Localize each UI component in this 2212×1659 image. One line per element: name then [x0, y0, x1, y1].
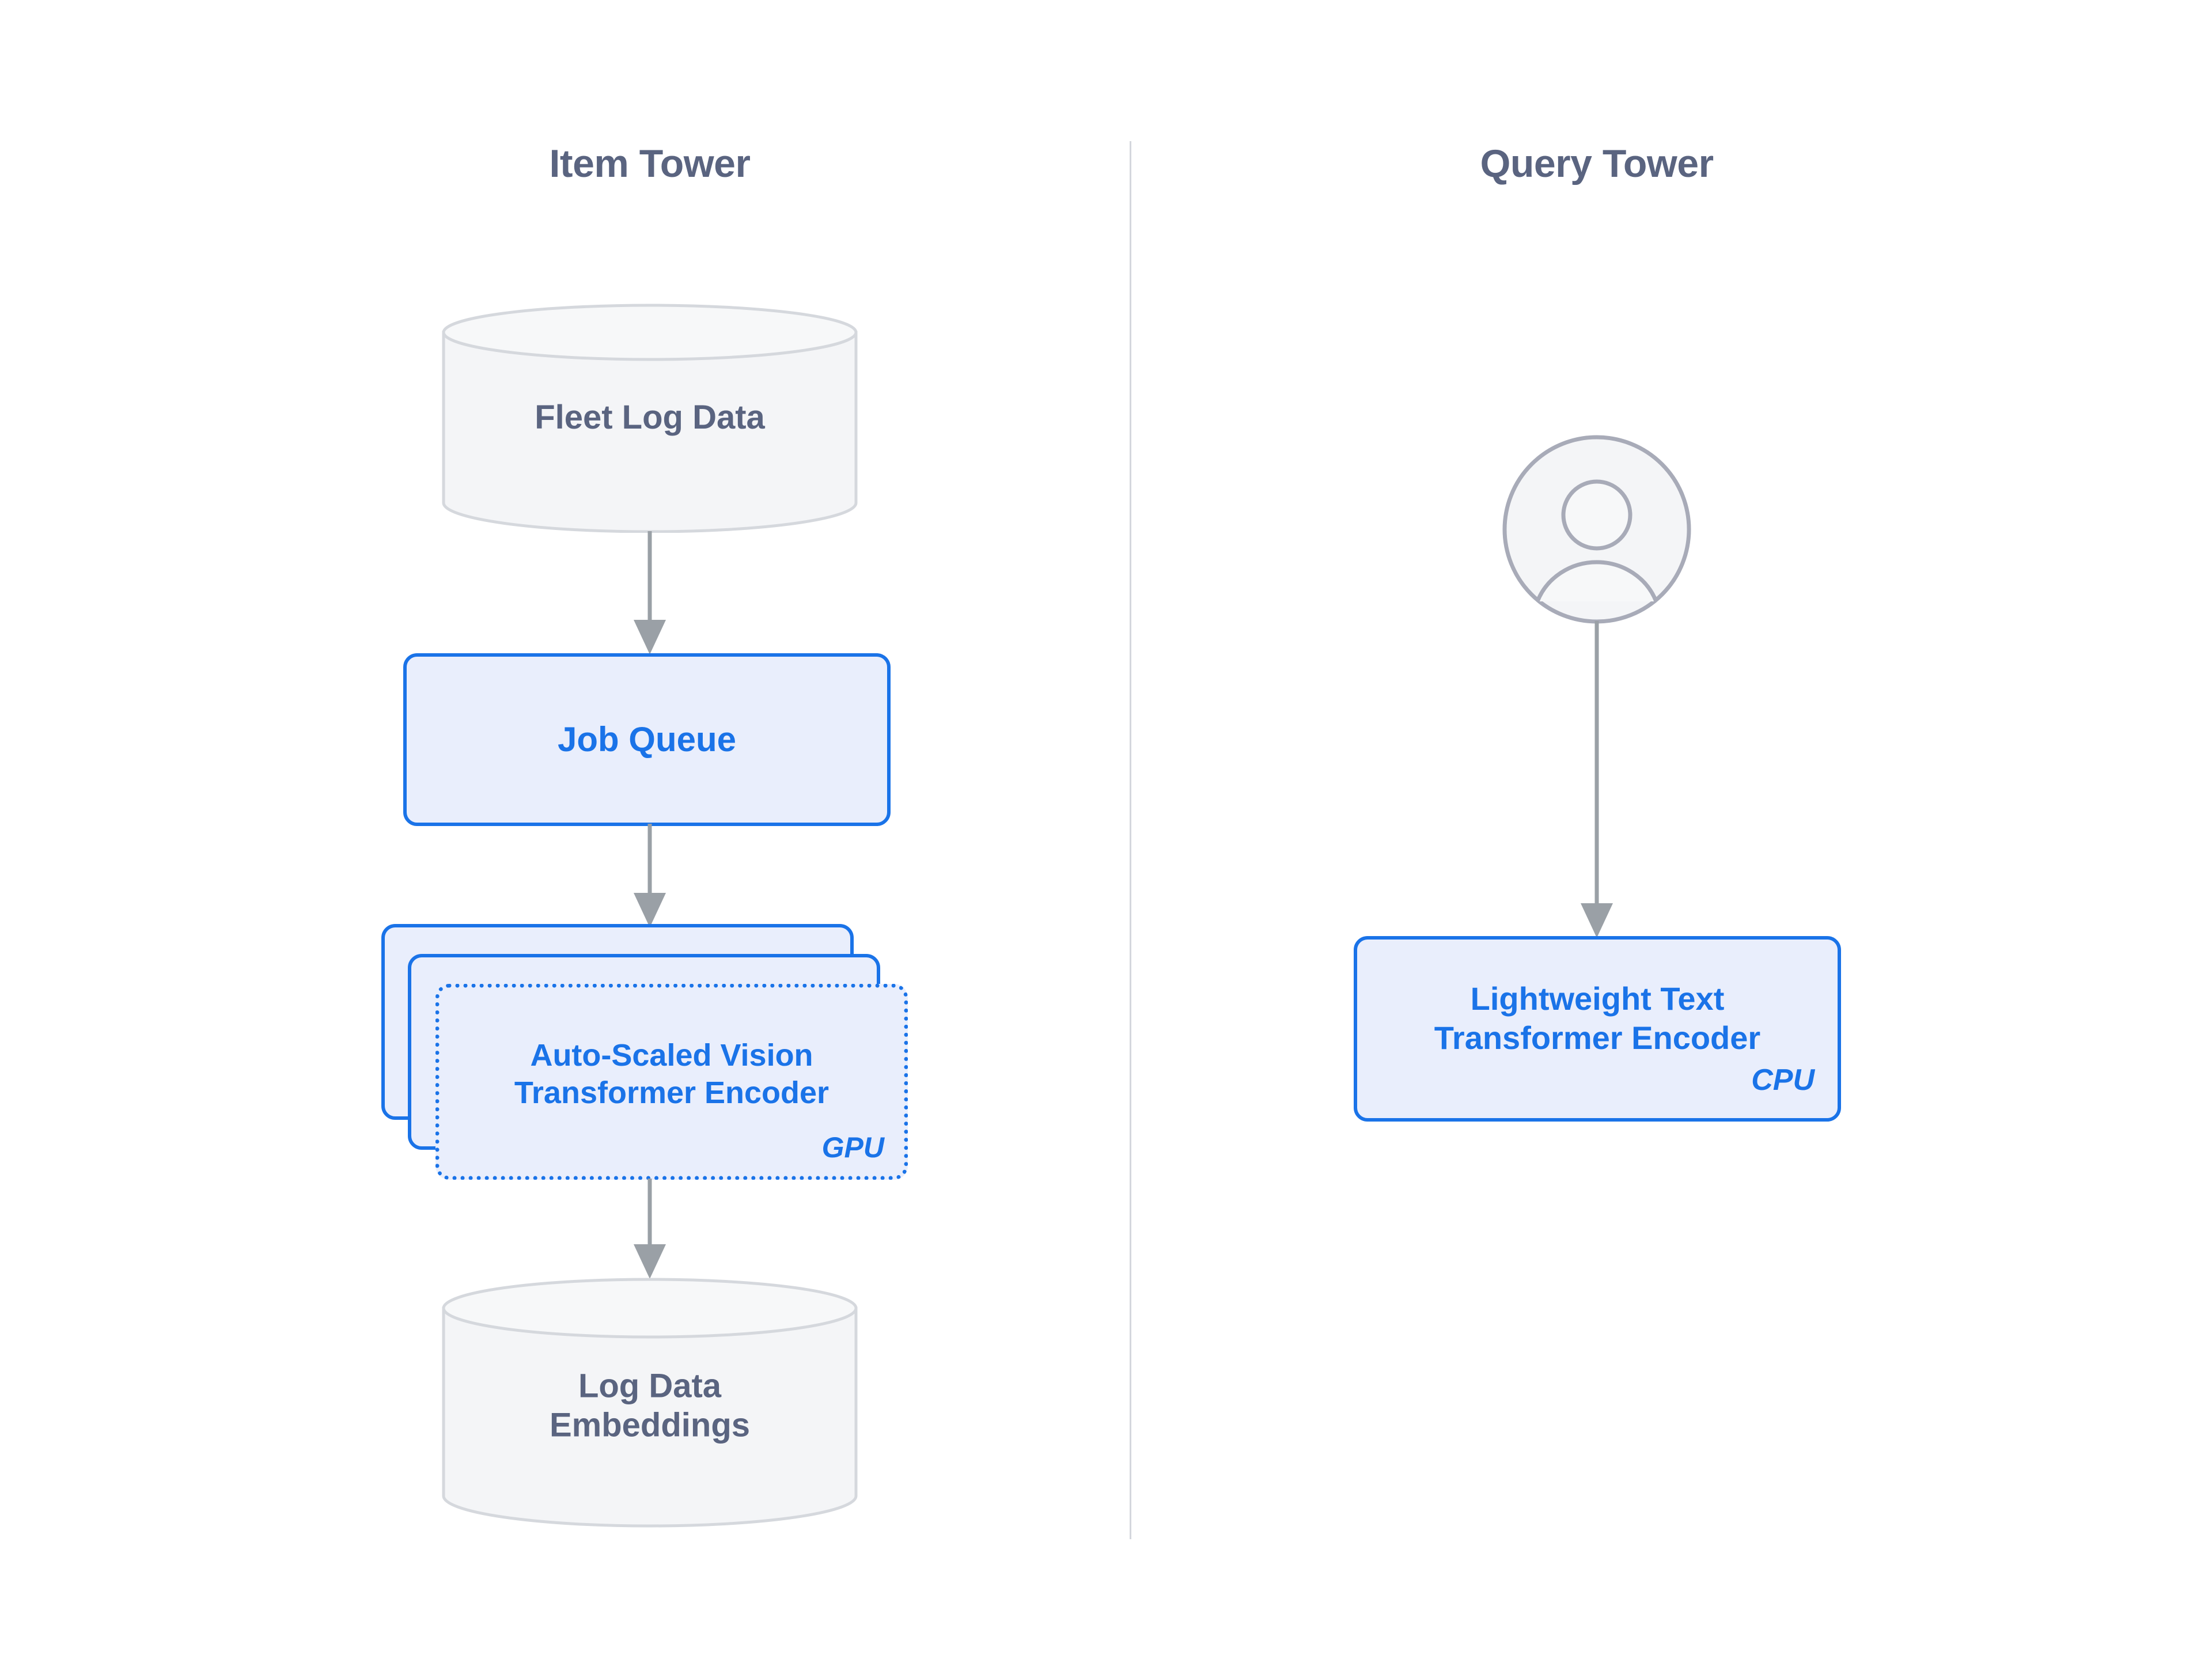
node-label: Log Data Embeddings: [549, 1367, 751, 1444]
node-label: Job Queue: [557, 720, 737, 759]
node-fleet-log-data[interactable]: Fleet Log Data: [441, 302, 859, 533]
item-tower-title: Item Tower: [549, 142, 751, 185]
cylinder-shape: [442, 304, 858, 533]
hardware-badge-cpu: CPU: [1751, 1063, 1815, 1097]
node-log-data-embeddings[interactable]: Log Data Embeddings: [441, 1276, 859, 1528]
node-label: Fleet Log Data: [535, 398, 765, 436]
arrow-user-to-text-encoder: [1581, 621, 1613, 938]
node-text-encoder[interactable]: Lightweight Text Transformer Encoder CPU: [1354, 936, 1841, 1122]
stack-card-front[interactable]: Auto-Scaled Vision Transformer Encoder G…: [435, 984, 908, 1180]
node-job-queue[interactable]: Job Queue: [403, 653, 891, 826]
node-label: Lightweight Text Transformer Encoder: [1434, 980, 1761, 1056]
node-vision-encoder-stack[interactable]: Auto-Scaled Vision Transformer Encoder G…: [369, 924, 916, 1195]
arrow-job-queue-to-vision-encoder: [634, 824, 666, 927]
arrow-vision-encoder-to-embeddings: [634, 1179, 666, 1279]
query-tower-title: Query Tower: [1480, 142, 1714, 185]
arrow-fleet-to-job-queue: [634, 531, 666, 654]
tower-divider: [1130, 141, 1131, 1539]
hardware-badge-gpu: GPU: [821, 1131, 884, 1164]
cylinder-shape: [442, 1278, 858, 1528]
node-label: Auto-Scaled Vision Transformer Encoder: [514, 1038, 830, 1110]
user-avatar-icon[interactable]: [1502, 435, 1691, 624]
